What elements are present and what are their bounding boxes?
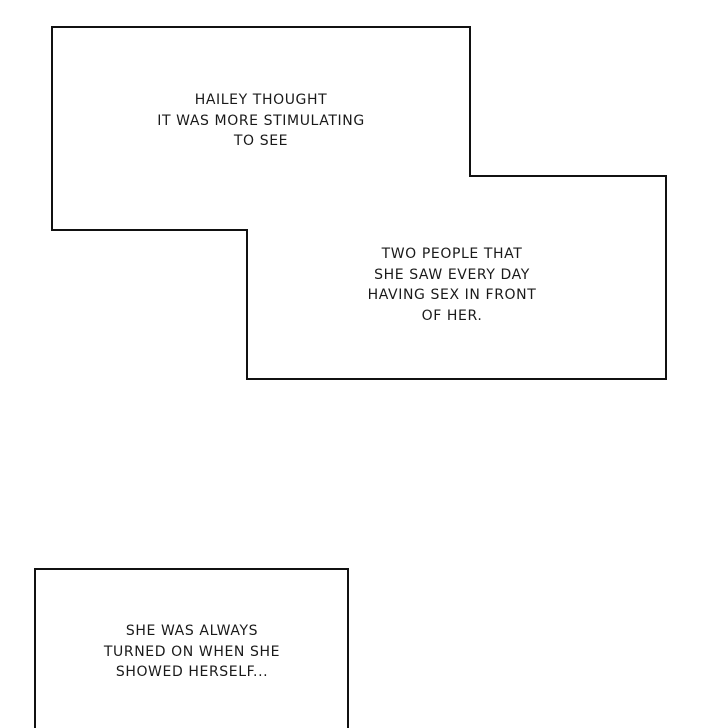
caption-2-line-1: TWO PEOPLE THAT (381, 246, 523, 262)
caption-3: SHE WAS ALWAYS TURNED ON WHEN SHE SHOWED… (92, 621, 292, 683)
narration-box-outline (51, 26, 667, 380)
stepped-caption-box (51, 26, 667, 380)
caption-2-line-3: HAVING SEX IN FRONT (367, 287, 537, 303)
caption-1-line-1: HAILEY THOUGHT (194, 92, 328, 108)
caption-2: TWO PEOPLE THAT SHE SAW EVERY DAY HAVING… (352, 244, 552, 326)
caption-3-line-3: SHOWED HERSELF... (115, 664, 269, 680)
caption-3-line-2: TURNED ON WHEN SHE (103, 643, 281, 660)
caption-1-line-2: IT WAS MORE STIMULATING (157, 112, 365, 129)
caption-1: HAILEY THOUGHT IT WAS MORE STIMULATING T… (136, 90, 386, 152)
caption-2-line-4: OF HER. (421, 307, 483, 324)
caption-2-line-2: SHE SAW EVERY DAY (374, 266, 530, 283)
caption-1-line-3: TO SEE (233, 133, 289, 149)
caption-3-line-1: SHE WAS ALWAYS (125, 623, 259, 639)
